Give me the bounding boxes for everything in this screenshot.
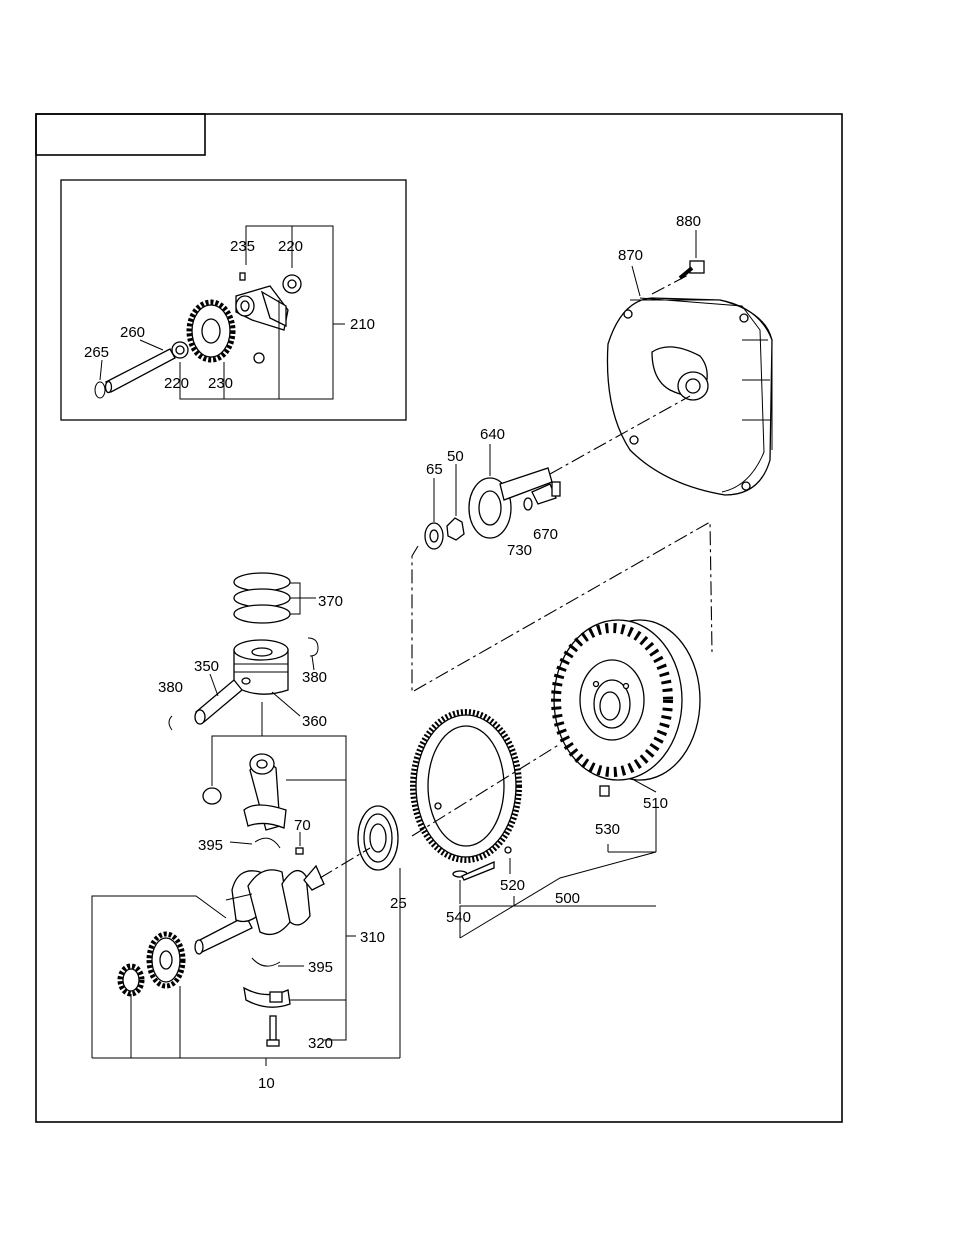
label-210: 210 (350, 316, 375, 333)
label-380-right: 380 (302, 669, 327, 686)
balancer-assembly-inset (94, 225, 345, 400)
label-670: 670 (533, 526, 558, 543)
engine-cover-870 (606, 265, 773, 496)
label-395-lower: 395 (308, 959, 333, 976)
washer-65 (424, 478, 444, 550)
crankshaft (194, 864, 325, 955)
label-540: 540 (446, 909, 471, 926)
label-880: 880 (676, 213, 701, 230)
label-10: 10 (258, 1075, 275, 1092)
label-520: 520 (500, 877, 525, 894)
label-310: 310 (360, 929, 385, 946)
washer-730 (523, 497, 533, 511)
key-70 (295, 847, 304, 855)
label-65: 65 (426, 461, 443, 478)
label-870: 870 (618, 247, 643, 264)
gear-large (146, 931, 186, 989)
label-380-left: 380 (158, 679, 183, 696)
ring-gear-520 (410, 709, 522, 874)
balancer-weight (235, 285, 289, 331)
ball (253, 352, 265, 364)
label-360: 360 (302, 713, 327, 730)
label-235: 235 (230, 238, 255, 255)
label-730: 730 (507, 542, 532, 559)
key-530 (599, 785, 610, 797)
key-235 (239, 272, 246, 281)
bolt-880 (678, 230, 705, 280)
shaft-260 (104, 348, 176, 394)
piston-pin-350 (194, 673, 243, 725)
nut-50 (446, 464, 465, 541)
label-220-top: 220 (278, 238, 303, 255)
connecting-rod-310 (202, 753, 287, 831)
bolt-670 (531, 481, 561, 505)
bearing-220-right (282, 274, 302, 294)
outer-frame (35, 113, 843, 1123)
label-70: 70 (294, 817, 311, 834)
bearing-395-lower (251, 957, 281, 967)
label-500: 500 (555, 890, 580, 907)
bolt-320 (266, 1015, 280, 1047)
label-265: 265 (84, 344, 109, 361)
label-395-upper: 395 (198, 837, 223, 854)
header-box (35, 113, 206, 156)
rod-cap (243, 986, 291, 1008)
label-510: 510 (643, 795, 668, 812)
label-350: 350 (194, 658, 219, 675)
gear-small (117, 963, 145, 997)
flywheel-510 (551, 619, 701, 793)
inset-frame (60, 179, 407, 421)
piston-rings-370 (233, 572, 316, 624)
label-320: 320 (308, 1035, 333, 1052)
label-530: 530 (595, 821, 620, 838)
label-220-bottom: 220 (164, 375, 189, 392)
gear-230 (186, 299, 236, 363)
coupling-640 (468, 444, 553, 539)
bearing-220-left (171, 341, 189, 359)
label-370: 370 (318, 593, 343, 610)
label-640: 640 (480, 426, 505, 443)
label-50: 50 (447, 448, 464, 465)
label-260: 260 (120, 324, 145, 341)
piston-360 (233, 639, 301, 717)
label-25: 25 (390, 895, 407, 912)
circlip-265 (94, 381, 106, 399)
bearing-395-upper (254, 837, 281, 849)
bearing-25 (357, 805, 401, 1058)
screw-540 (452, 861, 495, 904)
circlip-380-left (168, 715, 173, 731)
label-230: 230 (208, 375, 233, 392)
circlip-380-right (307, 637, 319, 671)
